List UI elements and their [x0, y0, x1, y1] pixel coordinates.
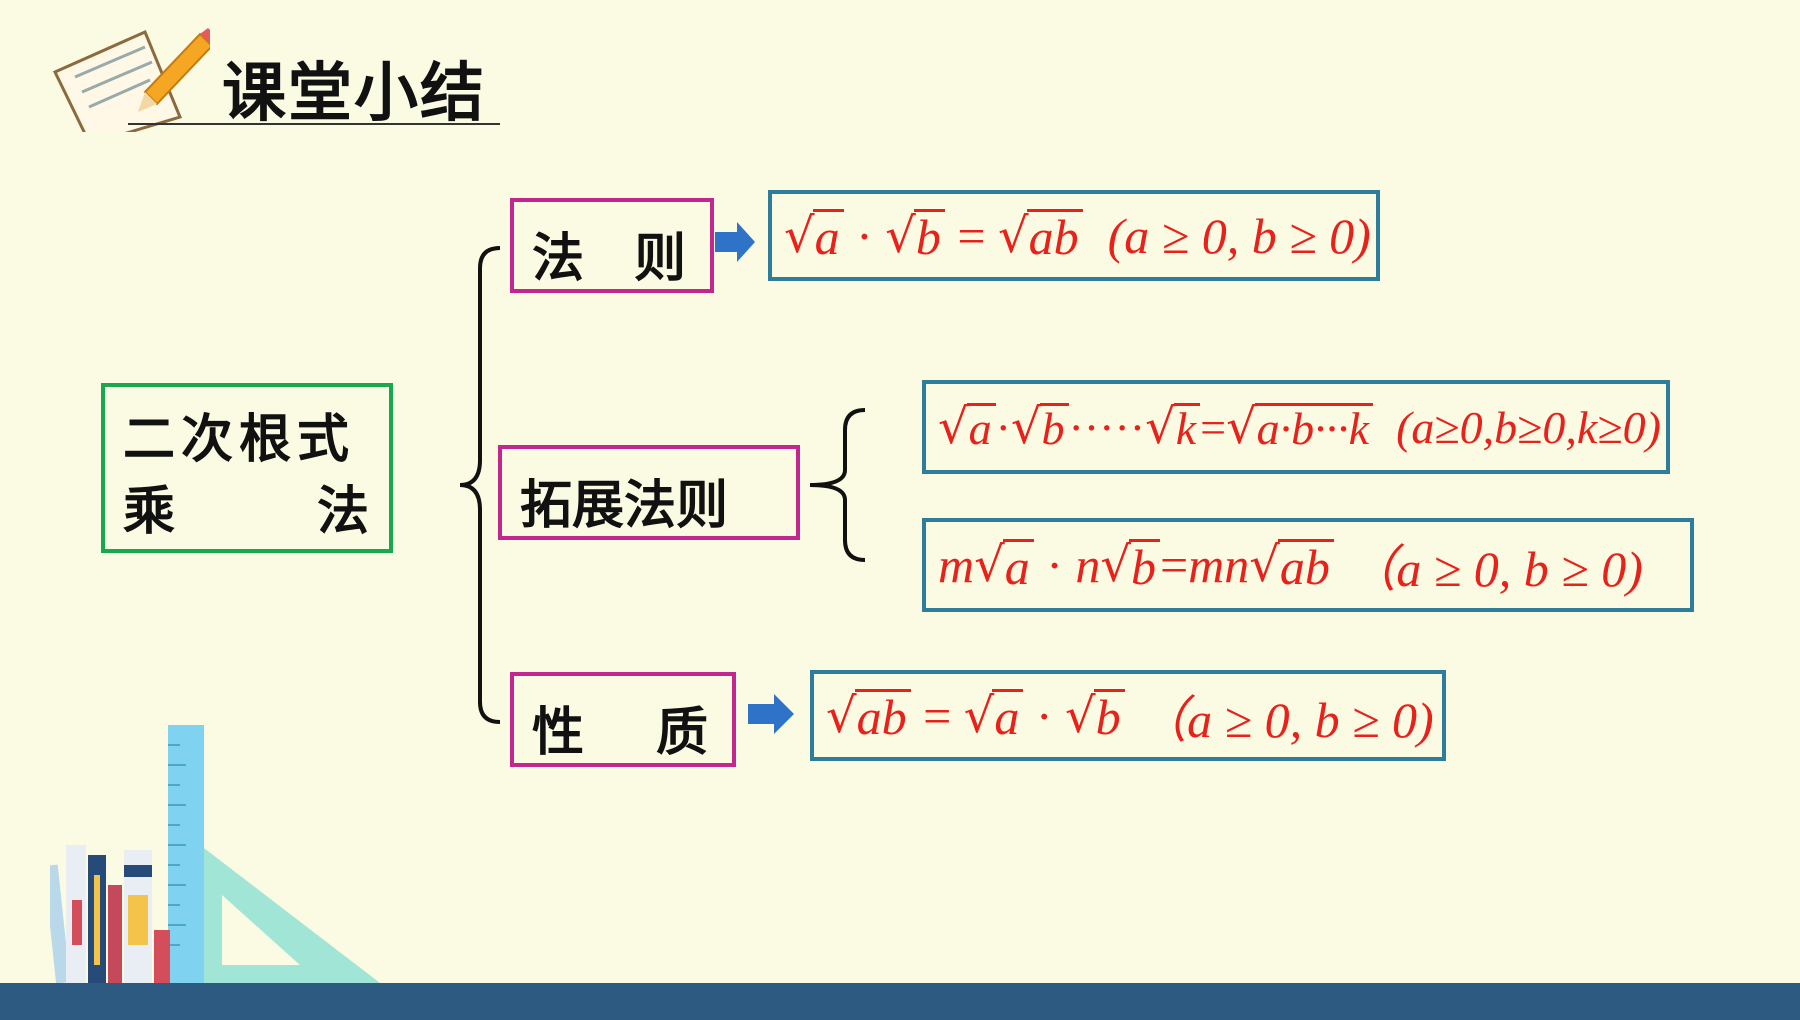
- formula-ext1-cond: (a≥0,b≥0,k≥0): [1396, 401, 1661, 453]
- formula-property-expr: √ab = √a · √b （a ≥ 0, b ≥ 0): [826, 674, 1434, 757]
- root-label-line1: 二次根式: [123, 410, 356, 470]
- branch-property: 性 质: [510, 672, 736, 767]
- formula-property-cond: （a ≥ 0, b ≥ 0): [1137, 691, 1434, 748]
- formula-rule-expr: √a · √b = √ab (a ≥ 0, b ≥ 0): [784, 207, 1371, 265]
- branch-extended-label: 拓展法则: [520, 476, 729, 536]
- branch-extended: 拓展法则: [498, 445, 800, 540]
- branch-property-label-a: 性: [532, 703, 585, 763]
- books-ruler-illustration: [50, 725, 380, 984]
- formula-rule: √a · √b = √ab (a ≥ 0, b ≥ 0): [768, 190, 1380, 281]
- root-label-line2a: 乘: [123, 482, 176, 542]
- page-title: 课堂小结: [222, 57, 486, 131]
- formula-ext1-expr: √a·√b·····√k=√a·b···k (a≥0,b≥0,k≥0): [938, 399, 1661, 455]
- branch-property-label-b: 质: [656, 703, 709, 763]
- branch-rule-label-b: 则: [634, 229, 687, 289]
- main-brace: [459, 246, 501, 724]
- root-label-line2b: 法: [317, 482, 370, 542]
- arrow-right-icon: [715, 222, 755, 262]
- formula-ext2-expr: m√a · n√b=mn√ab （a ≥ 0, b ≥ 0): [938, 522, 1643, 608]
- branch-rule: 法 则: [510, 198, 714, 293]
- arrow-right-icon-2: [748, 694, 794, 734]
- notepad-pencil-icon: [52, 28, 210, 132]
- formula-ext2-cond: （a ≥ 0, b ≥ 0): [1346, 541, 1643, 597]
- title-underline: [128, 123, 500, 125]
- root-node: 二次根式 乘 法: [101, 383, 393, 553]
- formula-rule-cond: (a ≥ 0, b ≥ 0): [1107, 207, 1371, 264]
- formula-property: √ab = √a · √b （a ≥ 0, b ≥ 0): [810, 670, 1446, 761]
- sub-brace: [809, 408, 866, 562]
- formula-ext2: m√a · n√b=mn√ab （a ≥ 0, b ≥ 0): [922, 518, 1694, 612]
- branch-rule-label-a: 法: [532, 229, 585, 289]
- footer-bar: [0, 983, 1800, 1020]
- formula-ext1: √a·√b·····√k=√a·b···k (a≥0,b≥0,k≥0): [922, 380, 1670, 474]
